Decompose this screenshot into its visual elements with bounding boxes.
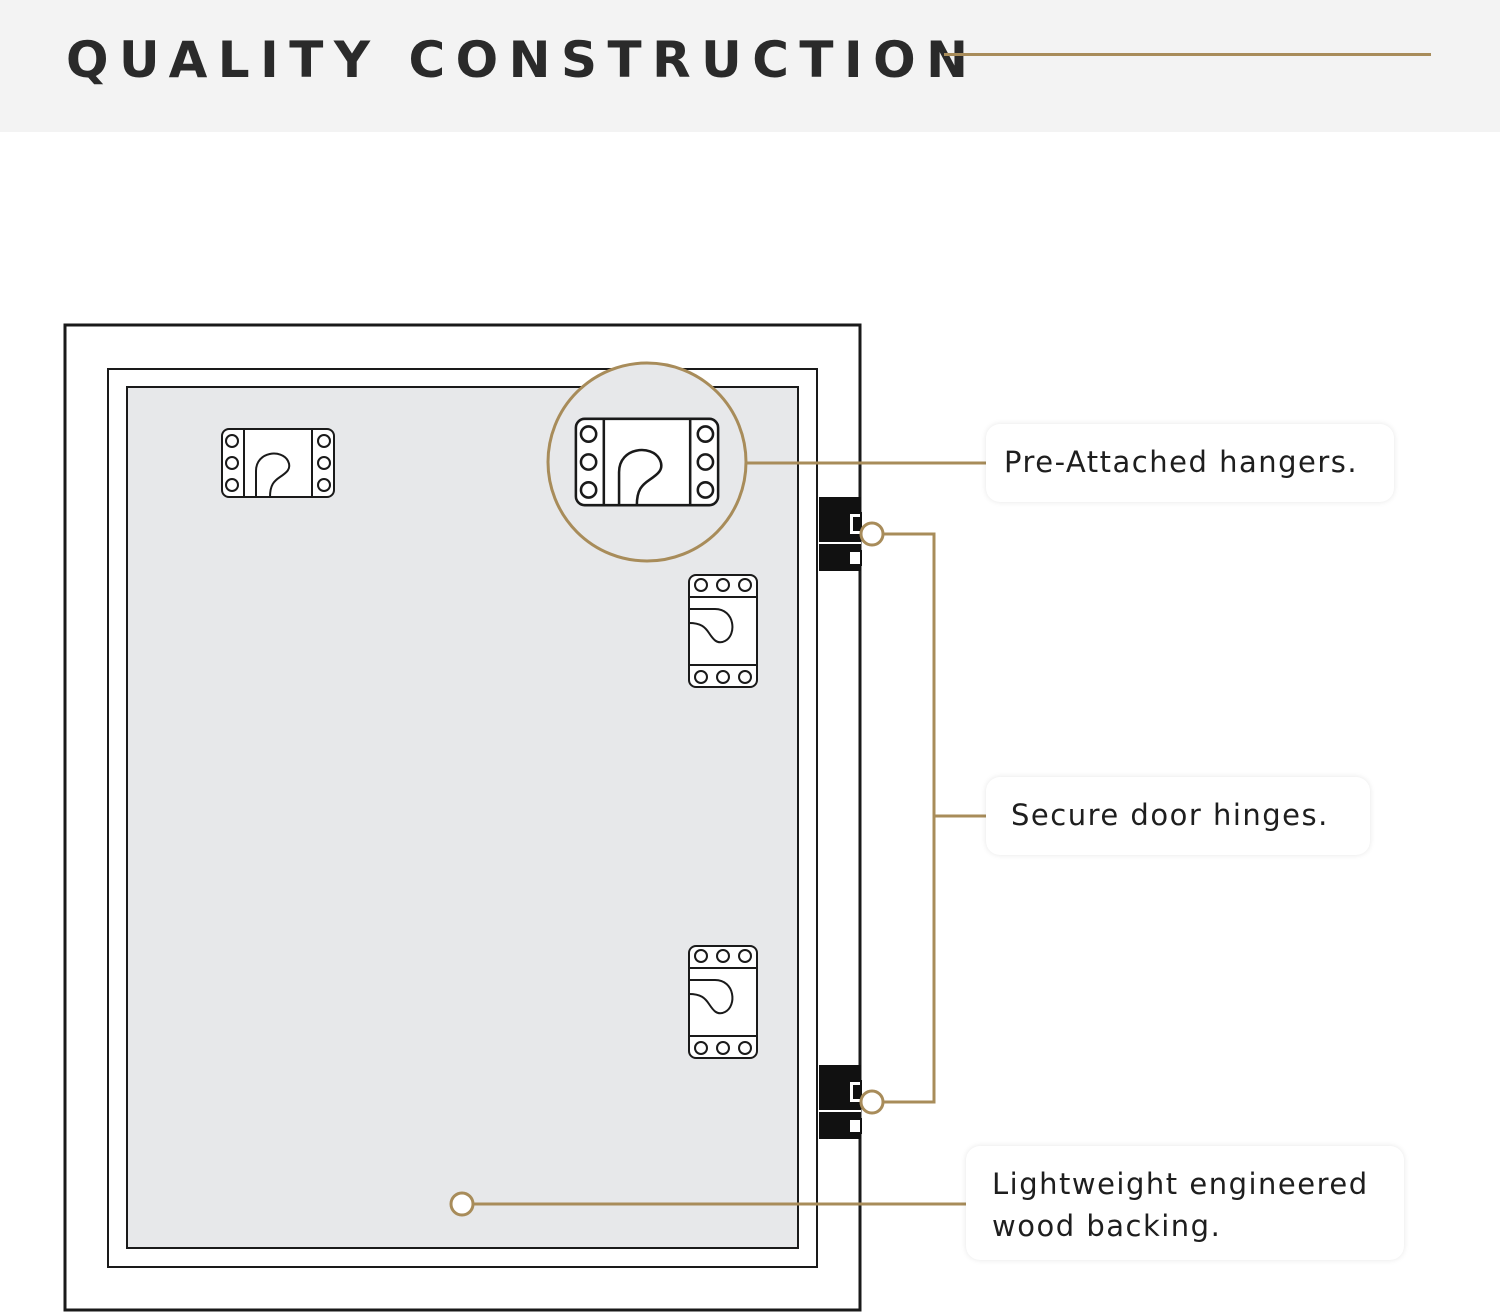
callout-backing: Lightweight engineered wood backing. [966, 1146, 1404, 1260]
callout-backing-line2: wood backing. [992, 1209, 1222, 1243]
callout-hangers: Pre-Attached hangers. [986, 424, 1394, 502]
callout-hangers-text: Pre-Attached hangers. [1004, 445, 1359, 479]
hanger-highlight-group [546, 361, 748, 563]
hanger-bracket-icon [221, 428, 335, 498]
page-title: QUALITY CONSTRUCTION [66, 31, 979, 89]
title-divider-line [944, 53, 1431, 56]
hanger-bracket-icon [574, 417, 720, 507]
callout-dot-icon [859, 521, 885, 547]
callout-hinges: Secure door hinges. [986, 777, 1370, 855]
callout-dot-icon [449, 1191, 475, 1217]
callout-hinges-text: Secure door hinges. [1011, 798, 1329, 832]
door-hinge-icon [818, 1064, 862, 1140]
callout-lines [473, 461, 986, 1206]
door-hinge-icon [818, 496, 862, 572]
callout-backing-line1: Lightweight engineered [992, 1167, 1369, 1201]
hanger-bracket-icon [688, 945, 758, 1059]
header-band [0, 0, 1500, 132]
hanger-bracket-icon [688, 574, 758, 688]
callout-dot-icon [859, 1089, 885, 1115]
